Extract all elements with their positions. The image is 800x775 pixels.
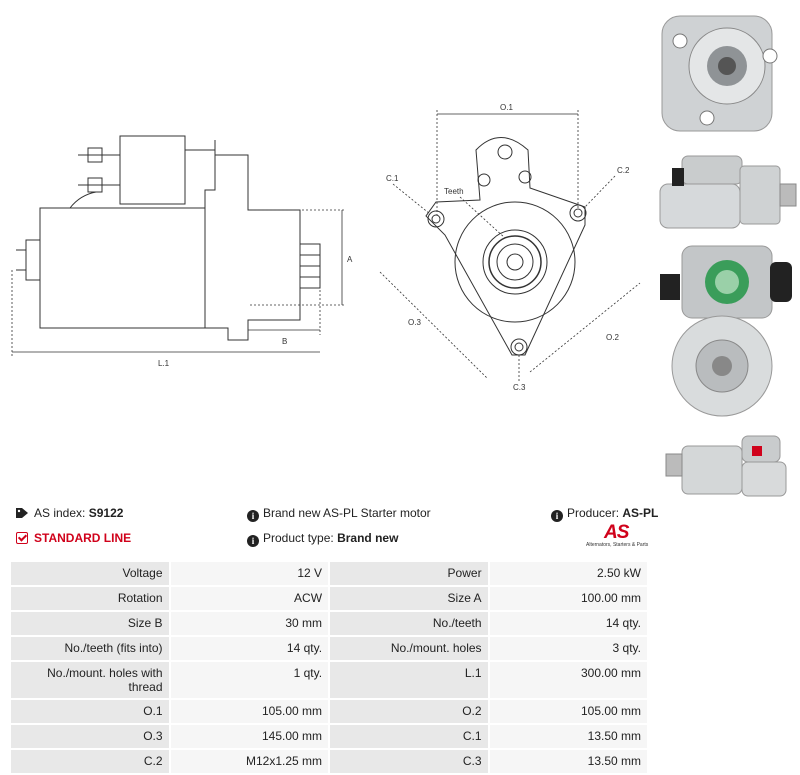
product-type: i Product type: Brand new — [247, 531, 398, 547]
dim-label-b: B — [282, 337, 287, 346]
info-icon: i — [551, 510, 563, 522]
producer-label: Producer: — [567, 506, 620, 520]
check-square-icon — [16, 532, 28, 544]
producer-value: AS-PL — [622, 506, 659, 520]
product-photo-rear — [660, 245, 792, 417]
dim-label-c3: C.3 — [513, 383, 526, 392]
spec-value: ACW — [170, 587, 329, 610]
info-icon: i — [247, 510, 259, 522]
dim-label-l1: L.1 — [158, 359, 170, 368]
spec-value: 300.00 mm — [489, 662, 647, 698]
logo-mark: AS — [604, 522, 629, 543]
producer: i Producer: AS-PL — [551, 506, 658, 522]
spec-value: 13.50 mm — [489, 725, 647, 748]
spec-label: C.2 — [11, 750, 169, 773]
spec-label: L.1 — [330, 662, 488, 698]
front-view-drawing — [425, 137, 587, 356]
standard-line: STANDARD LINE — [16, 531, 131, 545]
spec-label: No./mount. holes — [330, 637, 488, 660]
dim-label-o3: O.3 — [408, 318, 421, 327]
front-view-dimensions — [379, 110, 641, 382]
dim-label-o2: O.2 — [606, 333, 619, 342]
spec-label: Power — [330, 562, 488, 585]
spec-label: Size B — [11, 612, 169, 635]
standard-line-label: STANDARD LINE — [34, 531, 132, 545]
side-view-drawing — [16, 135, 321, 341]
spec-value: 12 V — [170, 562, 329, 585]
spec-value: 14 qty. — [170, 637, 329, 660]
spec-value: 1 qty. — [170, 662, 329, 698]
spec-label: No./teeth — [330, 612, 488, 635]
tag-icon — [16, 508, 28, 518]
spec-value: 145.00 mm — [170, 725, 329, 748]
spec-value: 13.50 mm — [489, 750, 647, 773]
logo-tagline: Alternators, Starters & Parts — [586, 542, 649, 548]
side-view-dimensions — [11, 209, 345, 356]
product-type-label: Product type: — [263, 531, 334, 545]
spec-label: Size A — [330, 587, 488, 610]
dim-label-a: A — [347, 255, 353, 264]
spec-label: O.2 — [330, 700, 488, 723]
spec-value: M12x1.25 mm — [170, 750, 329, 773]
spec-label: Voltage — [11, 562, 169, 585]
spec-value: 3 qty. — [489, 637, 647, 660]
spec-value: 2.50 kW — [489, 562, 647, 585]
spec-label: O.1 — [11, 700, 169, 723]
product-type-value: Brand new — [337, 531, 399, 545]
spec-value: 14 qty. — [489, 612, 647, 635]
as-index-value: S9122 — [88, 506, 124, 520]
product-photo-front — [661, 15, 778, 132]
dim-label-c1: C.1 — [386, 174, 399, 183]
as-index-label: AS index: — [34, 506, 86, 520]
dim-label-o1: O.1 — [500, 103, 513, 112]
spec-label: No./mount. holes with thread — [11, 662, 169, 698]
product-description: i Brand new AS-PL Starter motor — [247, 506, 431, 522]
spec-label: O.3 — [11, 725, 169, 748]
spec-label: C.3 — [330, 750, 488, 773]
as-index: AS index: S9122 — [16, 506, 123, 520]
product-photo-side-2 — [665, 435, 787, 497]
table-row: No./teeth (fits into)14 qty.No./mount. h… — [11, 637, 647, 660]
spec-value: 100.00 mm — [489, 587, 647, 610]
info-icon: i — [247, 535, 259, 547]
spec-label: No./teeth (fits into) — [11, 637, 169, 660]
spec-value: 30 mm — [170, 612, 329, 635]
as-pl-logo: AS Alternators, Starters & Parts — [586, 522, 650, 552]
spec-label: Rotation — [11, 587, 169, 610]
spec-value: 105.00 mm — [489, 700, 647, 723]
spec-label: C.1 — [330, 725, 488, 748]
dim-label-teeth: Teeth — [444, 187, 464, 196]
spec-value: 105.00 mm — [170, 700, 329, 723]
product-photo-side — [659, 155, 797, 229]
technical-drawings: A B L.1 O.1 C.1 C.2 Teeth O.3 O.2 C.3 — [11, 103, 641, 392]
description-text: Brand new AS-PL Starter motor — [263, 506, 431, 520]
dim-label-c2: C.2 — [617, 166, 630, 175]
